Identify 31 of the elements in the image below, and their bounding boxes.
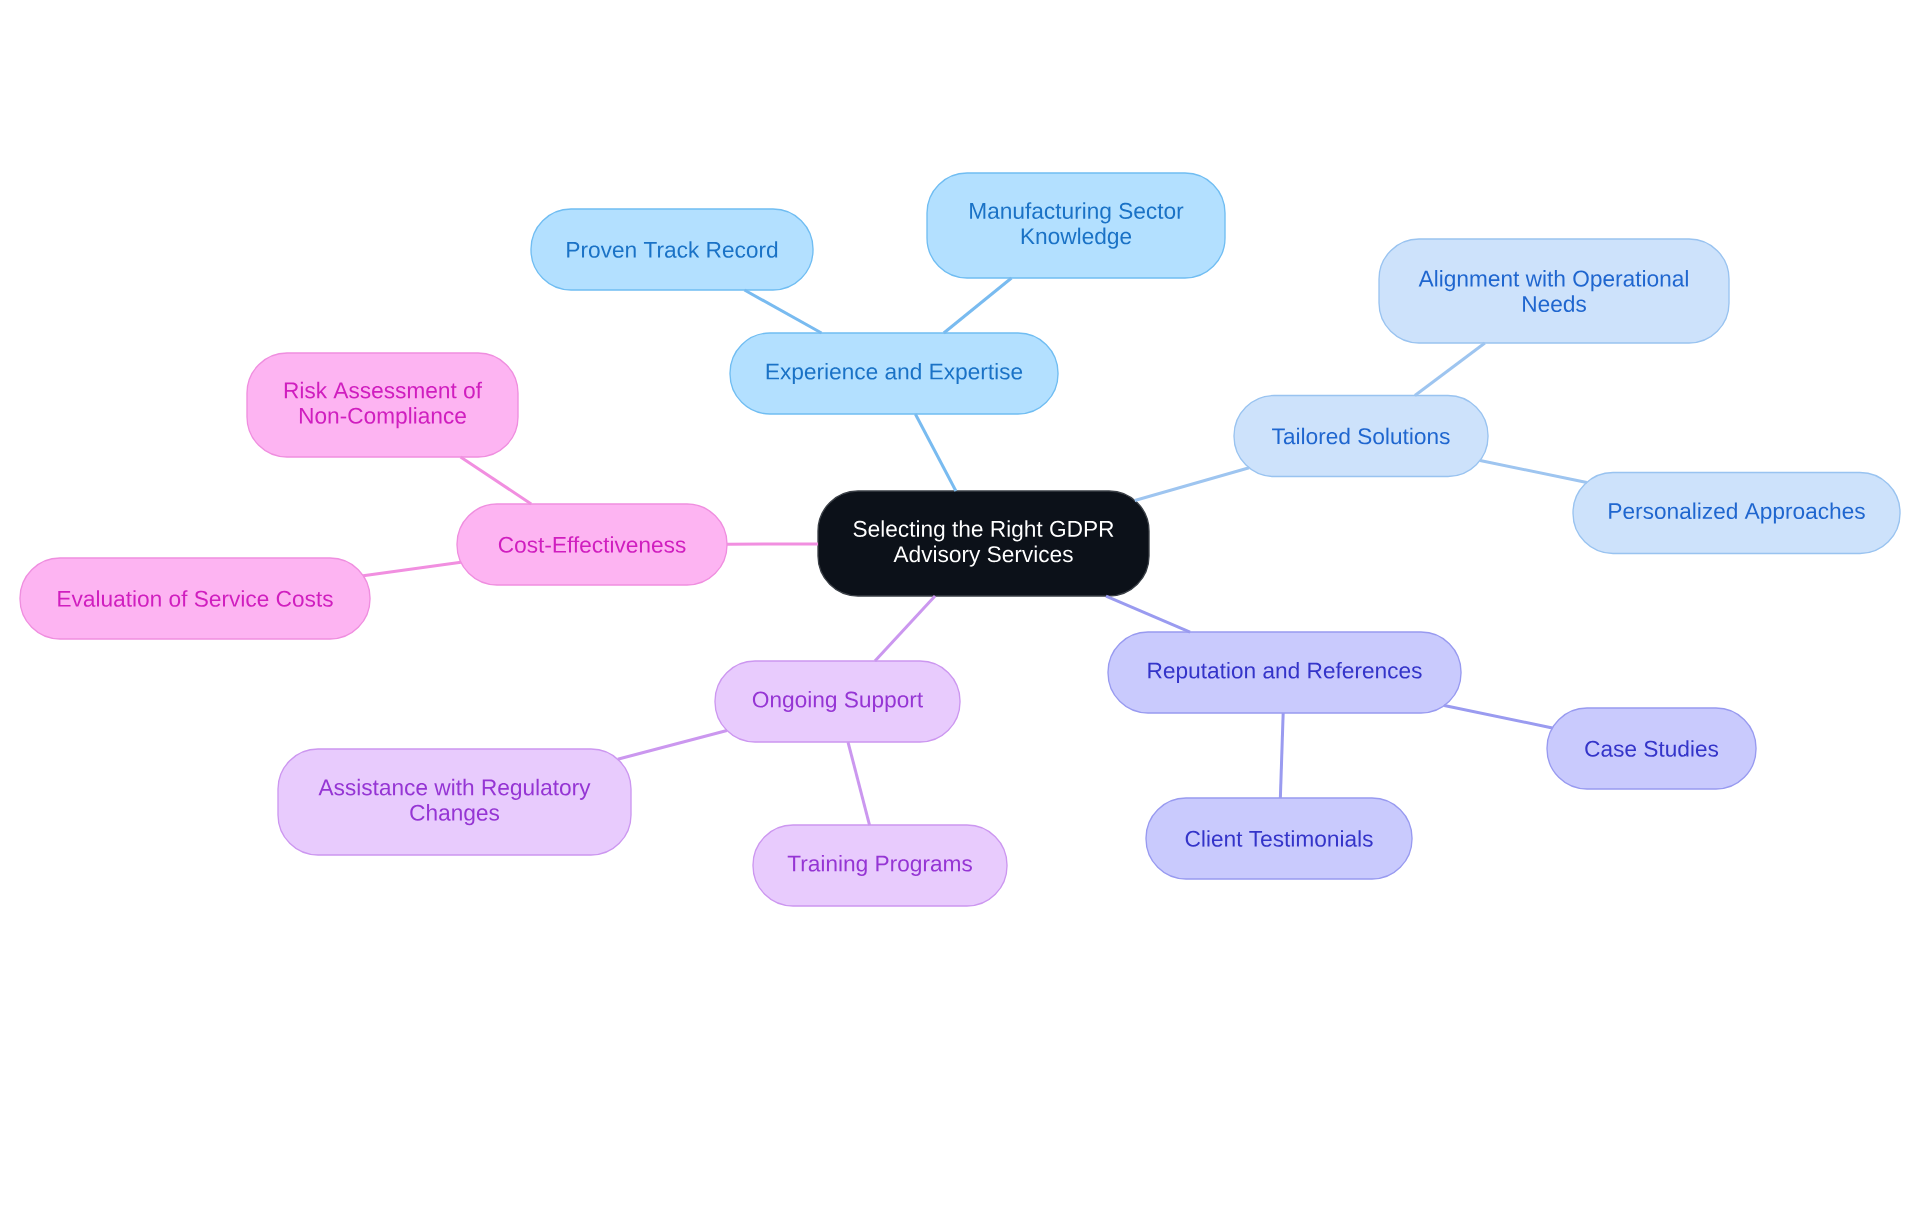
connector-line: [1479, 459, 1588, 484]
connector-line: [1278, 712, 1285, 799]
connector-line: [1443, 704, 1553, 730]
connector-line: [914, 413, 958, 492]
topic-box: Selecting the Right GDPR Advisory Services: [817, 490, 1150, 597]
connector-line: [743, 288, 823, 335]
branch-box: Cost-Effectiveness: [456, 503, 728, 586]
connector-line: [1134, 466, 1250, 502]
branch-box: Reputation and References: [1107, 631, 1462, 714]
connector-line: [617, 729, 728, 761]
subtopic-box: Alignment with Operational Needs: [1378, 238, 1730, 344]
subtopic-box: Manufacturing Sector Knowledge: [926, 172, 1226, 279]
subtopic-box: Client Testimonials: [1145, 797, 1413, 880]
branch-box: Experience and Expertise: [729, 332, 1059, 415]
subtopic-box: Assistance with Regulatory Changes: [277, 748, 632, 856]
connector-line: [727, 542, 818, 546]
connector-line: [873, 595, 937, 663]
subtopic-box: Proven Track Record: [530, 208, 814, 291]
subtopic-box: Risk Assessment of Non-Compliance: [246, 352, 519, 458]
subtopic-box: Evaluation of Service Costs: [19, 557, 371, 640]
connector-line: [846, 741, 871, 826]
subtopic-box: Personalized Approaches: [1572, 471, 1901, 555]
branch-box: Tailored Solutions: [1233, 394, 1489, 478]
connector-line: [942, 276, 1013, 335]
subtopic-box: Case Studies: [1546, 707, 1757, 790]
connector-line: [1414, 341, 1486, 397]
branch-box: Ongoing Support: [714, 660, 961, 743]
connector-line: [362, 560, 462, 578]
subtopic-box: Training Programs: [752, 824, 1008, 907]
connector-line: [459, 455, 533, 506]
connector-line: [1105, 594, 1191, 634]
